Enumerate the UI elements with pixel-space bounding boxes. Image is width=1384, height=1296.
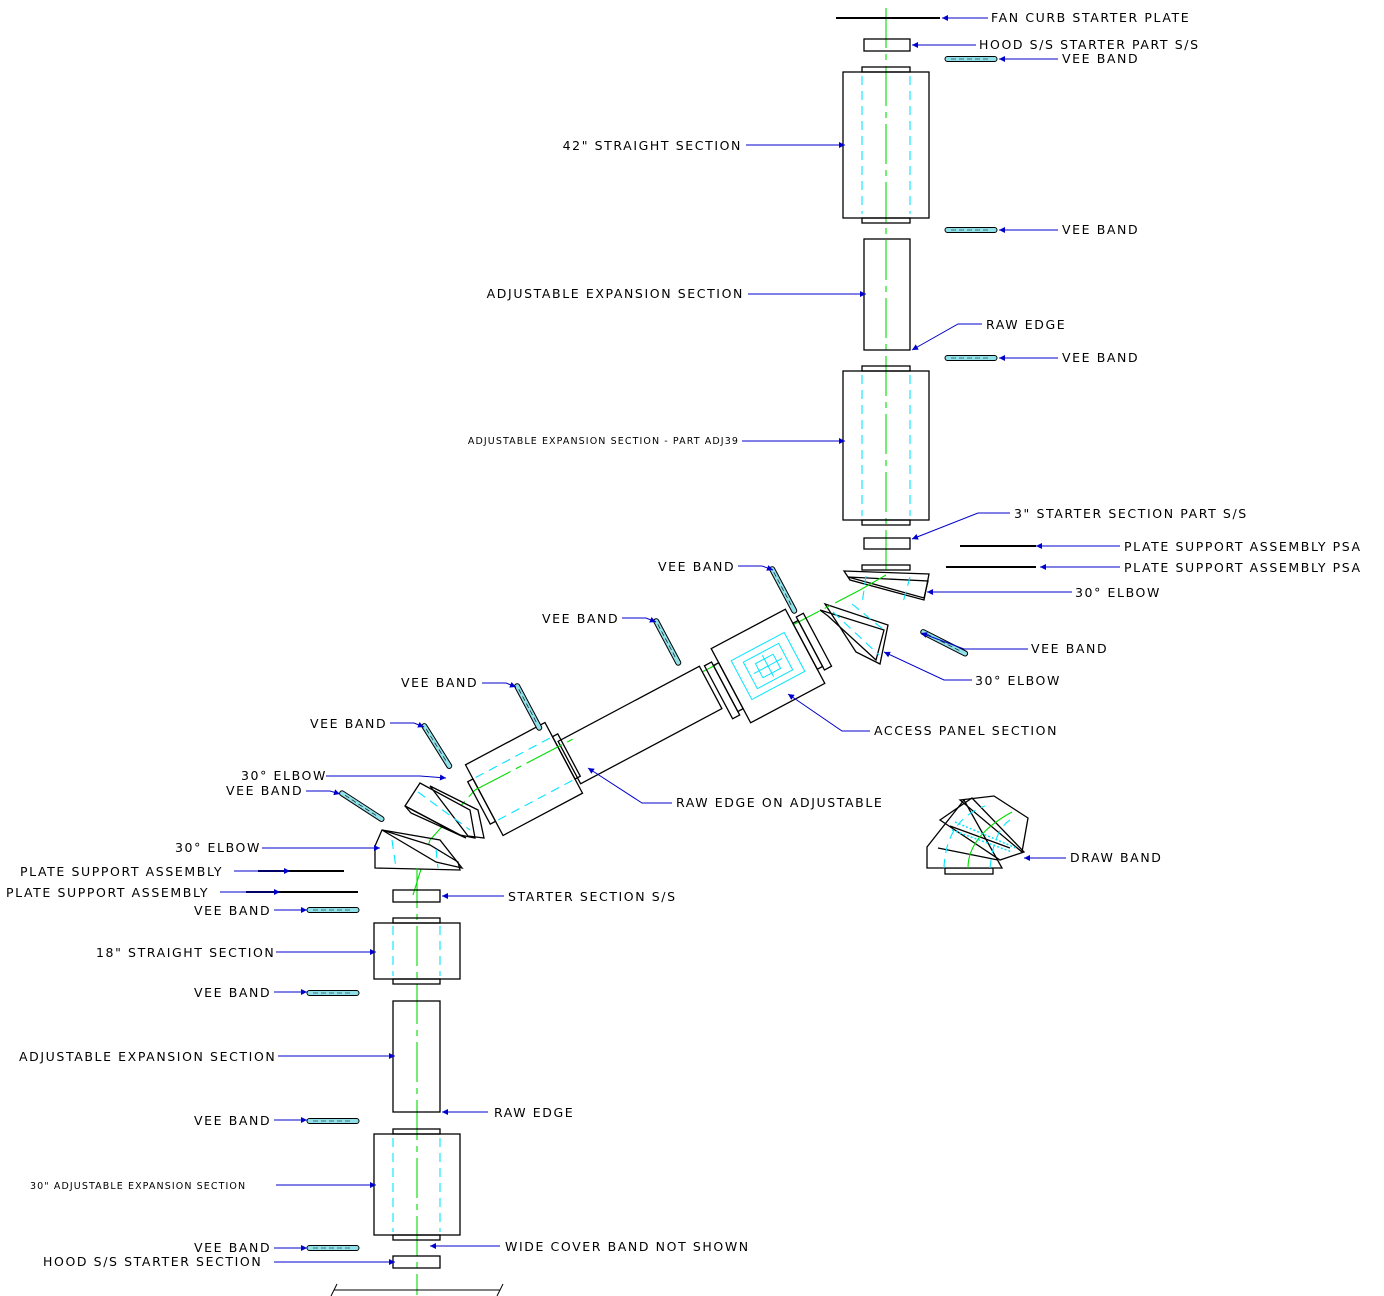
label-starter-3in: 3" STARTER SECTION PART S/S — [1014, 506, 1248, 521]
hood-starter-part — [863, 38, 911, 52]
label-adjustable-expansion-adj39: ADJUSTABLE EXPANSION SECTION - PART ADJ3… — [468, 436, 739, 447]
label-raw-edge-bottom: RAW EDGE — [494, 1105, 574, 1120]
adjustable-expansion-section-top — [863, 238, 911, 351]
label-vee-band-1: VEE BAND — [1062, 51, 1139, 66]
label-vee-band-7: VEE BAND — [401, 675, 478, 690]
label-vee-band-13: VEE BAND — [194, 1240, 271, 1255]
diagonal-straight-section — [464, 721, 584, 837]
label-vee-band-10: VEE BAND — [194, 903, 271, 918]
label-vee-band-9: VEE BAND — [226, 783, 303, 798]
labels: FAN CURB STARTER PLATE HOOD S/S STARTER … — [6, 10, 1362, 1269]
label-hood-ss-starter-section: HOOD S/S STARTER SECTION — [43, 1254, 262, 1269]
vee-band-9 — [338, 789, 386, 823]
label-adjustable-expansion-top: ADJUSTABLE EXPANSION SECTION — [487, 286, 744, 301]
label-elbow-lower-2: 30° ELBOW — [175, 840, 261, 855]
vee-band-1 — [944, 56, 998, 62]
label-hood-ss-starter-part: HOOD S/S STARTER PART S/S — [979, 37, 1200, 52]
label-draw-band: DRAW BAND — [1070, 850, 1163, 865]
label-starter-section-ss: STARTER SECTION S/S — [508, 889, 677, 904]
dimension-line — [330, 1283, 504, 1296]
label-adjustable-expansion-30: 30" ADJUSTABLE EXPANSION SECTION — [30, 1181, 246, 1192]
label-plate-support-1: PLATE SUPPORT ASSEMBLY — [20, 864, 223, 879]
vee-band-7 — [513, 682, 544, 732]
bottom-stack — [246, 868, 504, 1296]
label-vee-band-5: VEE BAND — [658, 559, 735, 574]
vee-band-8 — [420, 722, 454, 770]
label-straight-42: 42" STRAIGHT SECTION — [563, 138, 742, 153]
adjustable-expansion-adj39 — [842, 365, 930, 526]
leader-lines — [220, 15, 1120, 1265]
label-plate-support-psa-1: PLATE SUPPORT ASSEMBLY PSA — [1124, 539, 1362, 554]
vee-band-4 — [919, 628, 969, 658]
label-vee-band-8: VEE BAND — [310, 716, 387, 731]
vee-band-13 — [306, 1245, 360, 1251]
starter-3in-part — [863, 537, 911, 550]
label-elbow-top-2: 30° ELBOW — [975, 673, 1061, 688]
label-plate-support-psa-2: PLATE SUPPORT ASSEMBLY PSA — [1124, 560, 1362, 575]
upper-elbow-2 — [819, 602, 889, 665]
access-panel-section — [703, 608, 833, 724]
label-vee-band-11: VEE BAND — [194, 985, 271, 1000]
vee-band-11 — [306, 990, 360, 996]
label-wide-cover-band: WIDE COVER BAND NOT SHOWN — [505, 1239, 750, 1254]
vee-band-10 — [306, 907, 360, 913]
lower-elbow-1 — [404, 782, 485, 839]
label-vee-band-4: VEE BAND — [1031, 641, 1108, 656]
vee-band-12 — [306, 1118, 360, 1124]
label-elbow-top-1: 30° ELBOW — [1075, 585, 1161, 600]
upper-elbow-1 — [842, 564, 930, 607]
label-raw-edge-on-adjustable: RAW EDGE ON ADJUSTABLE — [676, 795, 883, 810]
label-access-panel-section: ACCESS PANEL SECTION — [874, 723, 1058, 738]
top-stack — [836, 8, 1036, 575]
label-fan-curb-starter-plate: FAN CURB STARTER PLATE — [991, 10, 1190, 25]
label-plate-support-2: PLATE SUPPORT ASSEMBLY — [6, 885, 209, 900]
label-vee-band-3: VEE BAND — [1062, 350, 1139, 365]
label-vee-band-12: VEE BAND — [194, 1113, 271, 1128]
diagonal-run — [412, 574, 887, 896]
label-vee-band-2: VEE BAND — [1062, 222, 1139, 237]
vee-band-5 — [768, 565, 799, 615]
diagonal-adjustable-section — [557, 665, 723, 785]
label-adjustable-expansion-bottom: ADJUSTABLE EXPANSION SECTION — [19, 1049, 276, 1064]
label-raw-edge-top: RAW EDGE — [986, 317, 1066, 332]
vee-band-2 — [944, 227, 998, 233]
label-vee-band-6: VEE BAND — [542, 611, 619, 626]
lower-elbow-2 — [374, 829, 464, 871]
starter-section-ss — [392, 889, 441, 903]
vee-band-3 — [944, 355, 998, 361]
label-straight-18: 18" STRAIGHT SECTION — [96, 945, 275, 960]
vee-band-6 — [652, 617, 683, 667]
draw-band-detail — [926, 795, 1029, 875]
label-elbow-lower-1: 30° ELBOW — [241, 768, 327, 783]
straight-18-section — [373, 917, 461, 985]
